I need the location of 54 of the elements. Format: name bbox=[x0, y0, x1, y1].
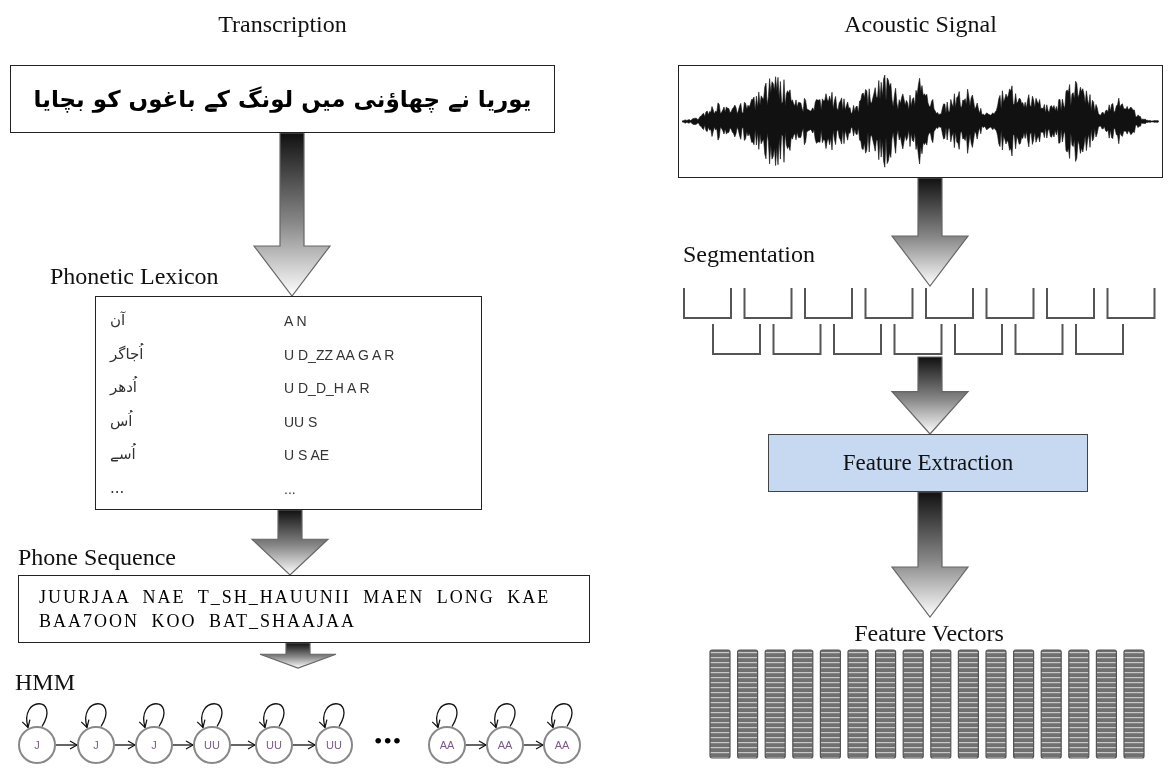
urdu-sentence: یوریا نے چھاؤنی میں لونگ کے باغوں کو بچایا bbox=[33, 86, 532, 112]
self-loop-arrow bbox=[319, 703, 345, 729]
block-arrow bbox=[250, 509, 330, 576]
state-circle: AA bbox=[486, 726, 524, 764]
arrow bbox=[292, 740, 316, 750]
arrow bbox=[230, 740, 256, 750]
block-arrow bbox=[259, 642, 337, 669]
arrow bbox=[55, 740, 78, 750]
phoneme-string: U D_D_H A R bbox=[284, 380, 370, 396]
arrow bbox=[114, 740, 136, 750]
section-heading: Acoustic Signal bbox=[843, 10, 998, 38]
state-circle: UU bbox=[315, 726, 353, 764]
process-box: Feature Extraction bbox=[768, 434, 1088, 492]
lexicon-word: اُس bbox=[110, 411, 133, 430]
lexicon-word: اُجاگر bbox=[110, 344, 144, 363]
phoneme-string: A N bbox=[284, 313, 307, 329]
arrow bbox=[172, 740, 194, 750]
state-circle: UU bbox=[255, 726, 293, 764]
state-circle: UU bbox=[193, 726, 231, 764]
lexicon-word: آن bbox=[110, 311, 126, 329]
arrow bbox=[465, 740, 487, 750]
phone-sequence-text: JUURJAA NAE T_SH_HAUUNII MAEN LONG KAE BAA7OON KOO BAT_SHAAJAA bbox=[39, 586, 552, 633]
self-loop-arrow bbox=[197, 703, 223, 729]
phoneme-string: ... bbox=[284, 480, 296, 497]
phoneme-string: U D_ZZ AA G A R bbox=[284, 346, 395, 363]
ellipsis-dots: ••• bbox=[374, 728, 403, 755]
self-loop-arrow bbox=[259, 703, 285, 729]
state-circle: AA bbox=[543, 726, 581, 764]
phoneme-string: UU S bbox=[284, 413, 318, 430]
section-heading: Phone Sequence bbox=[18, 543, 176, 571]
section-heading: Transcription bbox=[217, 10, 348, 38]
lexicon-word: اُسے bbox=[110, 445, 136, 463]
block-arrow bbox=[890, 491, 970, 618]
block-arrow bbox=[890, 177, 970, 287]
arrow bbox=[523, 740, 544, 750]
lexicon-word: اُدھر bbox=[110, 378, 138, 396]
state-circle: J bbox=[18, 726, 56, 764]
self-loop-arrow bbox=[81, 703, 107, 729]
block-arrow bbox=[252, 132, 332, 297]
self-loop-arrow bbox=[432, 703, 458, 729]
phoneme-string: U S AE bbox=[284, 447, 330, 463]
self-loop-arrow bbox=[547, 703, 573, 729]
self-loop-arrow bbox=[22, 703, 48, 729]
state-circle: J bbox=[135, 726, 173, 764]
self-loop-arrow bbox=[490, 703, 516, 729]
self-loop-arrow bbox=[139, 703, 165, 729]
section-heading: Feature Vectors bbox=[853, 619, 1005, 647]
lexicon-word: ... bbox=[110, 478, 125, 497]
state-circle: J bbox=[77, 726, 115, 764]
section-heading: Segmentation bbox=[683, 240, 815, 268]
section-heading: Phonetic Lexicon bbox=[50, 262, 219, 290]
section-heading: HMM bbox=[15, 668, 75, 696]
state-circle: AA bbox=[428, 726, 466, 764]
block-arrow bbox=[890, 356, 970, 435]
